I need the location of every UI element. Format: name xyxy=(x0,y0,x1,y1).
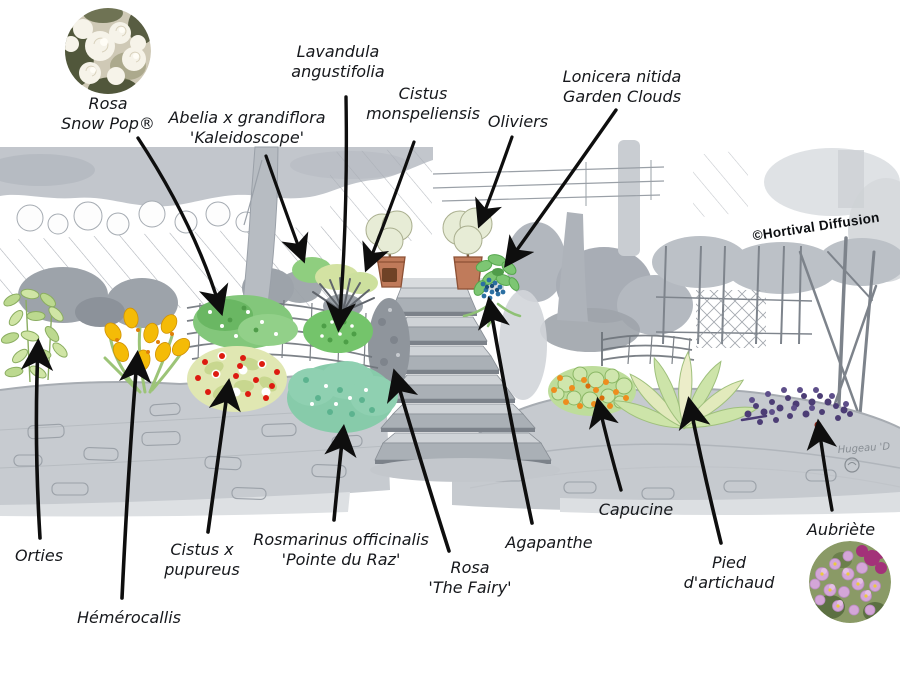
aubriete-photo xyxy=(809,541,891,623)
arrow-aubriete xyxy=(806,418,838,512)
arrow-abelia xyxy=(264,154,309,264)
label-aubriete: Aubriète xyxy=(806,520,876,539)
arrow-lavandula xyxy=(325,95,357,333)
arrow-rosa-the-fairy xyxy=(386,368,451,553)
plant-cistus-pupureus xyxy=(187,346,287,412)
wattle-fence-right xyxy=(601,332,695,366)
label-hemerocallis: Hémérocallis xyxy=(77,608,181,627)
artist-signature: Hugeau 'D xyxy=(837,441,891,473)
arrow-hemerocallis xyxy=(118,350,152,600)
arrow-rosmarinus xyxy=(324,424,357,522)
arrow-oliviers xyxy=(475,135,514,229)
label-agapanthe: Agapanthe xyxy=(505,533,593,552)
arrow-pied-artichaud xyxy=(678,396,723,545)
hedge-scribbles xyxy=(16,200,257,236)
trellis-lattice xyxy=(696,290,766,348)
arrow-cistus-monspeliensis xyxy=(362,140,416,273)
rosa-snow-pop-photo xyxy=(65,8,151,94)
label-rosa-the-fairy: Rosa'The Fairy' xyxy=(428,558,512,598)
label-rosmarinus: Rosmarinus officinalis'Pointe du Raz' xyxy=(253,530,429,570)
arrow-orties xyxy=(20,338,54,540)
label-orties: Orties xyxy=(14,546,64,565)
arrow-rosa-snow-pop xyxy=(136,136,229,317)
plant-lavandula-bush xyxy=(303,309,373,353)
signature-text: Hugeau 'D xyxy=(837,441,890,456)
tree-trunks xyxy=(242,140,640,322)
arrow-cistus-pupureus xyxy=(206,378,241,534)
label-capucine: Capucine xyxy=(598,500,674,519)
right-stone-wall xyxy=(451,387,900,515)
arrow-lonicera xyxy=(504,108,618,268)
label-oliviers: Oliviers xyxy=(487,112,549,131)
label-abelia: Abelia x grandiflora'Kaleidoscope' xyxy=(168,108,326,148)
arrow-agapanthe xyxy=(477,296,534,525)
plant-rosmarinus xyxy=(287,361,398,433)
arrow-capucine xyxy=(588,396,623,492)
annotation-arrows xyxy=(20,95,838,600)
